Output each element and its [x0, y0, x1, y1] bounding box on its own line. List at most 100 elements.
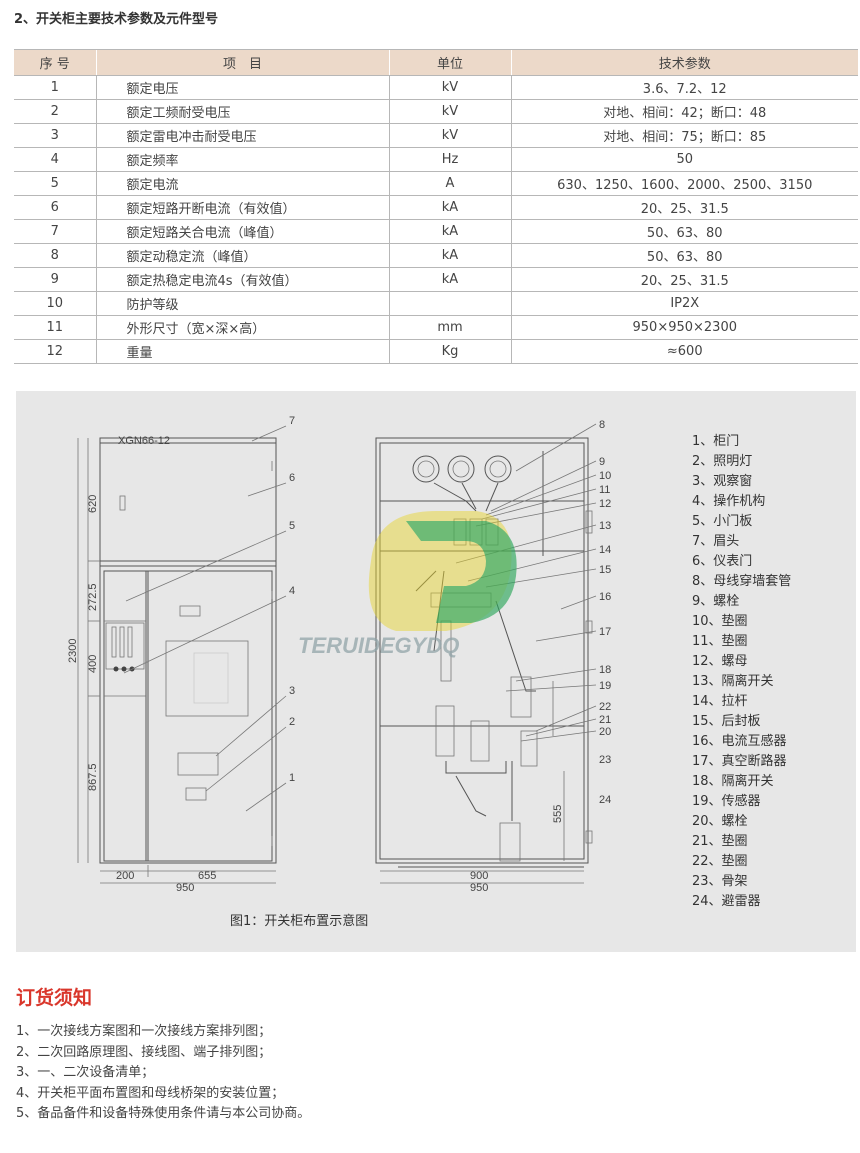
callout-5: 5 [289, 520, 295, 532]
callout-leader [490, 460, 597, 512]
cell-item: 额定动稳定流（峰值） [95, 243, 389, 268]
callout-leader [455, 524, 597, 564]
cell-value: 3.6、7.2、12 [510, 75, 858, 100]
cell-no: 5 [14, 171, 96, 196]
callout-19: 19 [599, 680, 611, 692]
callout-6: 6 [289, 472, 295, 484]
dim-8675: 867.5 [87, 763, 99, 791]
cell-value: 630、1250、1600、2000、2500、3150 [510, 171, 858, 196]
callout-leader [535, 705, 597, 732]
legend-item: 22、垫圈 [692, 854, 748, 869]
callout-leader [515, 423, 597, 472]
cell-no: 6 [14, 195, 96, 220]
callout-10: 10 [599, 470, 611, 482]
callout-leader [505, 684, 597, 692]
cell-no: 11 [14, 315, 96, 340]
watermark-logo: TERUIDEGYDQ [298, 511, 517, 658]
cell-no: 3 [14, 123, 96, 148]
order-note: 5、备品备件和设备特殊使用条件请与本公司协商。 [16, 1106, 311, 1122]
callout-16: 16 [599, 591, 611, 603]
callout-4: 4 [289, 585, 295, 597]
callout-leader [485, 474, 597, 516]
cell-item: 额定短路关合电流（峰值） [95, 219, 389, 244]
cell-no: 7 [14, 219, 96, 244]
cell-value: 20、25、31.5 [510, 195, 858, 220]
callout-2: 2 [289, 716, 295, 728]
cell-item: 额定雷电冲击耐受电压 [95, 123, 389, 148]
callout-leader [535, 630, 597, 642]
legend-item: 10、垫圈 [692, 614, 748, 629]
cell-unit: kV [388, 99, 511, 124]
callout-8: 8 [599, 419, 605, 431]
watermark-text: TERUIDEGYDQ [298, 633, 459, 658]
cell-unit: kA [388, 219, 511, 244]
cell-no: 8 [14, 243, 96, 268]
callout-21: 21 [599, 714, 611, 726]
model-label: XGN66-12 [118, 435, 170, 447]
order-note: 3、一、二次设备清单； [16, 1065, 155, 1081]
header-no: 序 号 [14, 49, 96, 76]
header-value: 技术参数 [510, 49, 858, 76]
order-note: 1、一次接线方案图和一次接线方案排列图； [16, 1024, 272, 1039]
legend-item: 8、母线穿墙套管 [692, 574, 792, 589]
side-view: 900 950 555 [375, 437, 593, 894]
cell-item: 额定短路开断电流（有效值） [95, 195, 389, 220]
legend-item: 4、操作机构 [692, 494, 766, 509]
callout-leader [560, 595, 597, 610]
legend-item: 19、传感器 [692, 794, 761, 809]
header-item: 项 目 [95, 49, 389, 76]
legend-item: 6、仪表门 [692, 554, 753, 569]
cell-no: 12 [14, 339, 96, 364]
cell-no: 10 [14, 291, 96, 316]
callout-leader [520, 730, 597, 742]
legend-item: 15、后封板 [692, 714, 761, 729]
callout-22: 22 [599, 701, 611, 713]
callout-17: 17 [599, 626, 611, 638]
cell-no: 1 [14, 75, 96, 100]
cell-value: 50、63、80 [510, 219, 858, 244]
callout-11: 11 [599, 484, 610, 496]
callout-leader [515, 668, 597, 682]
cell-value: ≈600 [510, 339, 858, 364]
front-view: XGN66-12 620 272.5 400 2300 867.5 200 65… [67, 415, 295, 894]
dim-620: 620 [87, 495, 99, 513]
cell-value: 50、63、80 [510, 243, 858, 268]
cell-unit: kV [388, 75, 511, 100]
cell-item: 额定电压 [95, 75, 389, 100]
legend-item: 11、垫圈 [692, 634, 748, 649]
callout-1: 1 [289, 772, 295, 784]
callout-7: 7 [289, 415, 295, 427]
header-unit: 单位 [388, 49, 511, 76]
cell-unit: kA [388, 243, 511, 268]
cell-unit: Hz [388, 147, 511, 172]
dim-950-right: 950 [470, 882, 488, 894]
table-header-row: 序 号 项 目 单位 技术参数 [14, 49, 858, 76]
diagram-panel: XGN66-12 620 272.5 400 2300 867.5 200 65… [16, 391, 856, 952]
cell-no: 2 [14, 99, 96, 124]
legend-item: 21、垫圈 [692, 834, 748, 849]
cell-value: 50 [510, 147, 858, 172]
switchgear-layout-diagram: XGN66-12 620 272.5 400 2300 867.5 200 65… [67, 415, 611, 894]
legend-item: 1、柜门 [692, 434, 740, 449]
legend-item: 13、隔离开关 [692, 674, 774, 689]
cell-no: 4 [14, 147, 96, 172]
dim-655: 655 [198, 870, 216, 882]
legend-item: 23、骨架 [692, 874, 748, 889]
cell-value: 20、25、31.5 [510, 267, 858, 292]
callout-20: 20 [599, 726, 611, 738]
cell-item: 额定热稳定电流4s（有效值） [95, 267, 389, 292]
legend-item: 2、照明灯 [692, 454, 753, 469]
callout-18: 18 [599, 664, 611, 676]
dim-900: 900 [470, 870, 488, 882]
cell-unit: Kg [388, 339, 511, 364]
dim-200: 200 [116, 870, 134, 882]
